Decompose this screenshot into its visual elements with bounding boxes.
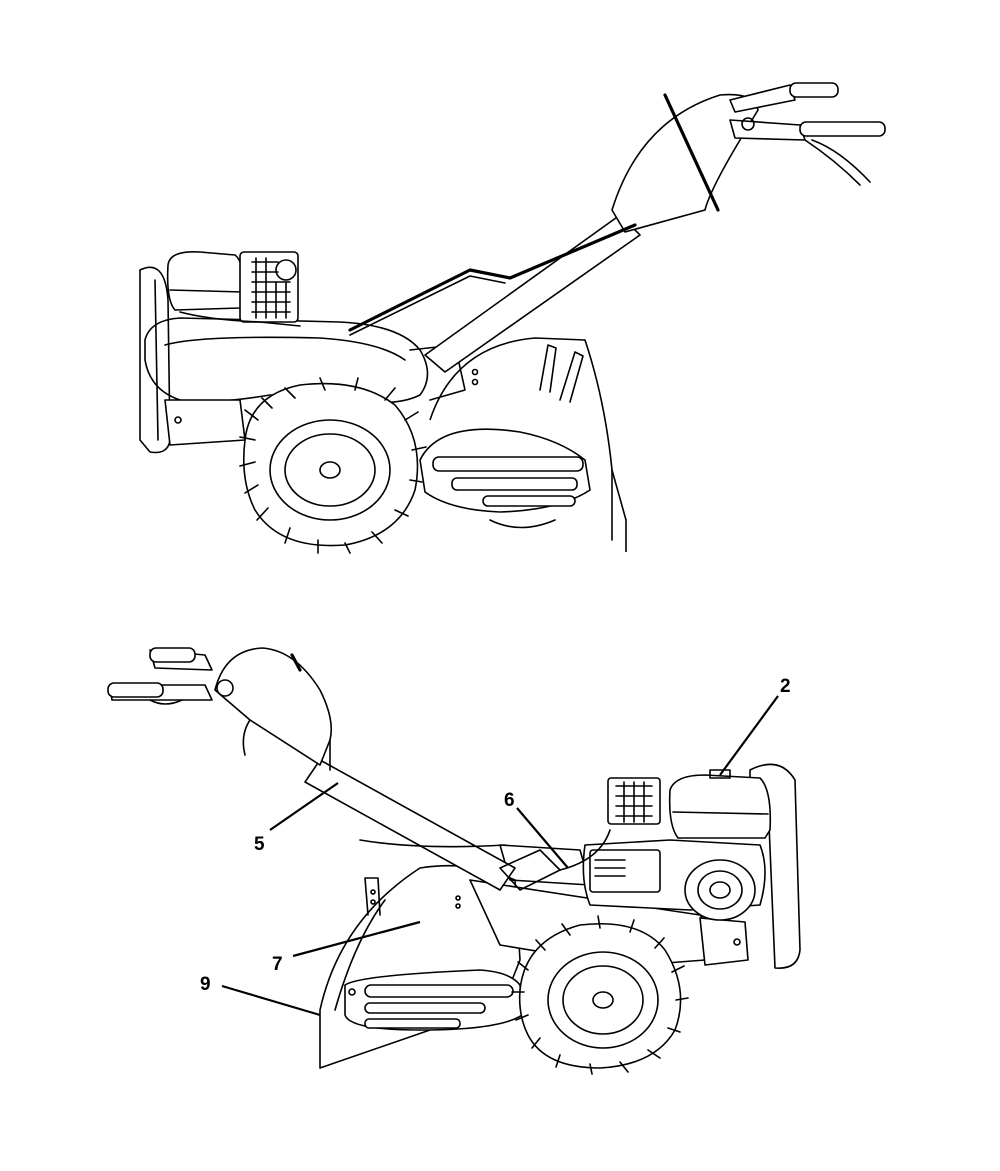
callout-2: 2 bbox=[719, 676, 791, 776]
tine-shield bbox=[419, 337, 627, 552]
drive-wheel bbox=[239, 377, 427, 554]
callout-label-5: 5 bbox=[254, 834, 265, 855]
tiller-left-side-view bbox=[107, 647, 801, 1075]
callout-7: 7 bbox=[272, 920, 421, 975]
leader-line-5 bbox=[269, 782, 339, 831]
engine-left bbox=[582, 769, 772, 921]
leader-line-2 bbox=[719, 695, 779, 776]
handlebar-assembly-left bbox=[107, 647, 561, 891]
engine bbox=[166, 250, 301, 327]
handlebar-assembly bbox=[348, 82, 886, 373]
tiller-right-side-view bbox=[139, 82, 886, 554]
leader-line-6 bbox=[516, 807, 569, 869]
leader-line-7 bbox=[292, 920, 421, 958]
callout-6: 6 bbox=[504, 790, 569, 869]
tine-shield-left bbox=[319, 864, 523, 1069]
callout-label-2: 2 bbox=[780, 676, 791, 697]
callout-9: 9 bbox=[200, 974, 321, 1017]
callout-label-6: 6 bbox=[504, 790, 515, 811]
callout-5: 5 bbox=[254, 782, 339, 855]
callout-label-7: 7 bbox=[272, 954, 283, 975]
leader-line-9 bbox=[221, 984, 321, 1017]
callout-label-9: 9 bbox=[200, 974, 211, 995]
drive-wheel-left bbox=[511, 915, 689, 1075]
